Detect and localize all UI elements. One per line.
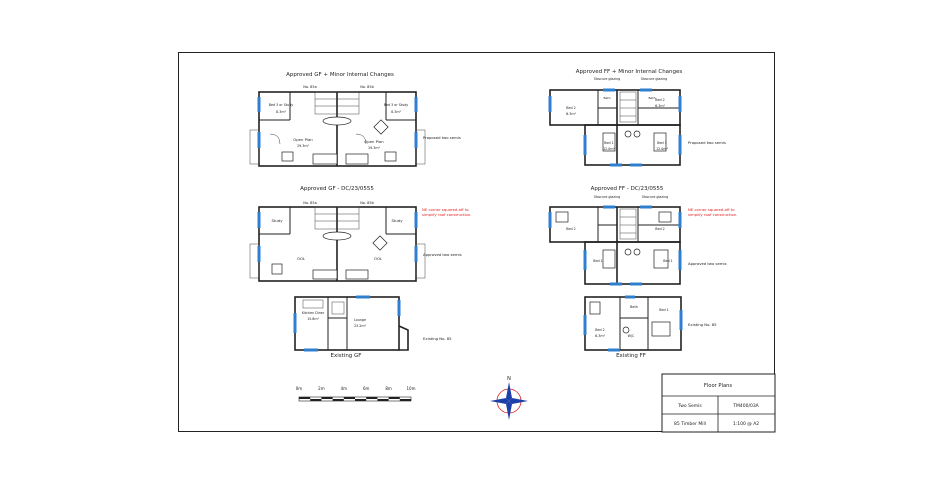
title-gf-existing: Existing GF [331, 353, 362, 359]
label-no85b-approved: No. 85b [360, 201, 374, 205]
plan-gf-existing [293, 295, 409, 352]
room-bath-ff-a: Bath [604, 96, 611, 100]
room-bed-study-b: Bed 3 or Study [384, 103, 409, 107]
room-bed2-ffa-b: Bed 2 [655, 227, 665, 231]
room-lounge-area: 23.2m² [354, 324, 367, 328]
room-open-area-b: 29.3m² [368, 146, 381, 150]
note-gf-red-line2: simplify roof construction. [422, 212, 471, 217]
title-ff-existing: Existing FF [616, 353, 646, 359]
side-label-proposed-ff: Proposed two semis [688, 140, 726, 145]
label-no85b: No. 85b [360, 85, 374, 89]
room-wc-existing: W/C [628, 334, 635, 338]
title-block-scale: 1:100 @ A2 [733, 421, 759, 427]
room-area-a: 8.3m² [276, 110, 286, 114]
note-ff-red-line1: NE corner squared-off to [688, 207, 735, 212]
scale-tick-10: 10m [407, 386, 416, 391]
scale-tick-4: 4m [341, 386, 348, 391]
scale-bar [298, 396, 412, 402]
room-bed2-ff-b: Bed 2 [655, 98, 665, 102]
scale-tick-0: 0m [296, 386, 303, 391]
side-label-approved-ff: Approved two semis [688, 261, 727, 266]
room-bed1-area-ff-b: 12.0m² [656, 147, 669, 151]
side-label-existing-ff: Existing No. 85 [688, 322, 717, 327]
scale-tick-6: 6m [363, 386, 370, 391]
scale-tick-8: 8m [385, 386, 392, 391]
room-bed2-area-ff-b: 6.3m² [655, 104, 665, 108]
plan-ff-proposed [548, 88, 682, 167]
side-label-existing-gf: Existing No. 85 [423, 336, 452, 341]
note-obscure-ff-b: Obscure glazing [641, 77, 668, 81]
room-bed2-existing: Bed 2 [595, 328, 605, 332]
north-label: N [507, 376, 511, 382]
side-label-approved-gf: Approved two semis [423, 252, 462, 257]
room-bed1-existing: Bed 1 [659, 308, 669, 312]
note-obscure-ffa-b: Obscure glazing [642, 195, 669, 199]
room-bed2-area-ff-a: 6.3m² [566, 112, 576, 116]
plan-gf-proposed [249, 91, 426, 167]
title-block-site: 85 Timber Mill [674, 421, 706, 427]
room-bed1-ffa-b: Bed 1 [663, 259, 673, 263]
room-bath-existing: Bath [630, 305, 638, 309]
room-ool-a: OOL [297, 256, 306, 261]
room-open-area-a: 29.3m² [297, 144, 310, 148]
scale-tick-2: 2m [318, 386, 325, 391]
room-study-a: Study [272, 218, 284, 223]
note-obscure-ff-a: Obscure glazing [594, 77, 621, 81]
title-ff-approved: Approved FF - DC/23/0555 [591, 186, 664, 192]
title-gf-proposed: Approved GF + Minor Internal Changes [286, 72, 394, 78]
room-bed1-ff-a: Bed 1 [604, 141, 614, 145]
north-arrow-icon [490, 382, 528, 420]
title-gf-approved: Approved GF - DC/23/0555 [300, 186, 374, 192]
room-bath-ff-b: Bath [649, 96, 656, 100]
room-bed1-ff-b: Bed 1 [657, 141, 667, 145]
room-lounge: Lounge [354, 318, 366, 322]
note-ff-red-line2: simplify roof construction. [688, 212, 737, 217]
room-bed-study-a: Bed 3 or Study [269, 103, 294, 107]
side-label-proposed-gf: Proposed two semis [423, 135, 461, 140]
note-obscure-ffa-a: Obscure glazing [594, 195, 621, 199]
room-kitchen: Kitchen Diner [302, 311, 325, 315]
title-block [661, 373, 776, 433]
plan-ff-existing [583, 295, 683, 352]
room-open-plan-b: Open Plan [364, 139, 384, 144]
title-block-title: Floor Plans [704, 383, 733, 389]
room-kitchen-area: 15.8m² [307, 317, 320, 321]
room-bed1-area-ff-a: 12.0m² [603, 147, 616, 151]
note-gf-red-line1: NE corner squared-off to [422, 207, 469, 212]
room-bed2-ff-a: Bed 2 [566, 106, 576, 110]
room-study-b: Study [392, 218, 404, 223]
plan-ff-approved [548, 205, 682, 286]
label-no85a: No. 85a [303, 85, 317, 89]
title-ff-proposed: Approved FF + Minor Internal Changes [576, 69, 683, 75]
plan-gf-approved [249, 206, 426, 282]
room-area-b: 8.3m² [391, 110, 401, 114]
room-bed2-ffa-a: Bed 2 [566, 227, 576, 231]
label-no85a-approved: No. 85a [303, 201, 317, 205]
title-block-drawing-no: TM400/03A [732, 403, 759, 409]
room-bed2-existing-area: 6.3m² [595, 334, 605, 338]
room-ool-b: OOL [374, 256, 383, 261]
room-bed1-ffa-a: Bed 1 [593, 259, 603, 263]
title-block-project: Two Semis [677, 403, 702, 409]
room-open-plan-a: Open Plan [293, 137, 313, 142]
